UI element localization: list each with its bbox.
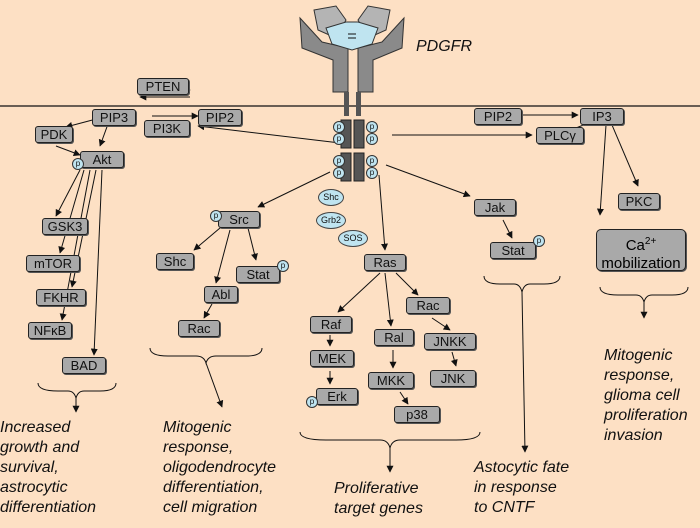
outcome-jak: Astocytic fate in response to CNTF bbox=[474, 458, 569, 518]
node-nfkb: NFκB bbox=[28, 322, 72, 339]
node-jnk: JNK bbox=[430, 370, 476, 387]
node-fkhr: FKHR bbox=[36, 289, 86, 306]
node-pdk: PDK bbox=[35, 126, 73, 143]
phospho-site: p bbox=[333, 155, 345, 167]
pdgfr-receptor-shape bbox=[300, 6, 404, 181]
outcome-line: Increased bbox=[0, 418, 96, 438]
node-src: Src bbox=[218, 211, 260, 228]
outcome-line: invasion bbox=[604, 426, 688, 446]
brace-ras bbox=[300, 432, 480, 448]
outcome-line: Astocytic fate bbox=[474, 458, 569, 478]
node-shc: Shc bbox=[156, 253, 194, 270]
node-rac-mid: Rac bbox=[406, 297, 450, 314]
outcome-line: response, bbox=[163, 438, 276, 458]
node-jak: Jak bbox=[474, 199, 516, 216]
node-pten: PTEN bbox=[137, 78, 189, 95]
node-jnkk: JNKK bbox=[424, 333, 476, 350]
outcome-line: differentiation, bbox=[163, 478, 276, 498]
outcome-line: glioma cell bbox=[604, 386, 688, 406]
node-gsk3: GSK3 bbox=[42, 218, 88, 235]
outcome-line: oligodendrocyte bbox=[163, 458, 276, 478]
outcome-line: proliferation bbox=[604, 406, 688, 426]
phospho-site: p bbox=[366, 167, 378, 179]
node-mkk: MKK bbox=[368, 372, 414, 389]
adaptor-grb2: Grb2 bbox=[316, 212, 346, 229]
node-pip2-left: PIP2 bbox=[198, 109, 242, 126]
node-mek: MEK bbox=[310, 350, 354, 367]
node-pkc: PKC bbox=[618, 193, 660, 210]
outcome-src: Mitogenic response, oligodendrocyte diff… bbox=[163, 418, 276, 518]
node-mtor: mTOR bbox=[26, 255, 80, 272]
node-akt: Akt bbox=[80, 151, 124, 168]
node-pi3k: PI3K bbox=[144, 120, 190, 137]
outcome-line: Proliferative bbox=[334, 479, 423, 499]
node-ral: Ral bbox=[374, 329, 414, 346]
phospho-site: p bbox=[277, 260, 289, 272]
phospho-site: p bbox=[366, 133, 378, 145]
ca-mobilization-label: mobilization bbox=[601, 255, 680, 272]
ca-superscript: 2+ bbox=[645, 236, 656, 247]
phospho-site: p bbox=[366, 155, 378, 167]
outcome-akt: Increased growth and survival, astrocyti… bbox=[0, 418, 96, 518]
adaptor-shc: Shc bbox=[318, 189, 344, 206]
outcome-line: Mitogenic bbox=[604, 346, 688, 366]
node-rac-left: Rac bbox=[178, 320, 220, 337]
brace-plc bbox=[600, 287, 688, 302]
pdgfr-label: PDGFR bbox=[416, 38, 472, 56]
node-plc-gamma: PLCγ bbox=[536, 127, 584, 144]
node-erk: Erk bbox=[316, 388, 358, 405]
node-ip3: IP3 bbox=[580, 108, 624, 125]
phospho-site: p bbox=[210, 210, 222, 222]
outcome-line: response, bbox=[604, 366, 688, 386]
node-p38: p38 bbox=[394, 406, 440, 423]
node-stat-right: Stat bbox=[490, 242, 536, 259]
phospho-site: p bbox=[366, 121, 378, 133]
outcome-line: in response bbox=[474, 478, 569, 498]
phospho-site: p bbox=[333, 167, 345, 179]
outcome-line: cell migration bbox=[163, 498, 276, 518]
brace-akt bbox=[38, 383, 116, 398]
ca-label: Ca bbox=[626, 237, 645, 254]
node-stat-left: Stat bbox=[236, 266, 280, 283]
adaptor-sos: SOS bbox=[338, 230, 368, 247]
node-ras: Ras bbox=[364, 254, 406, 271]
outcome-plc: Mitogenic response, glioma cell prolifer… bbox=[604, 346, 688, 446]
node-ca-mobilization: Ca2+ mobilization bbox=[596, 229, 686, 271]
phospho-site: p bbox=[306, 396, 318, 408]
node-pip3: PIP3 bbox=[92, 109, 136, 126]
phospho-site: p bbox=[533, 235, 545, 247]
outcome-line: target genes bbox=[334, 499, 423, 519]
node-pip2-right: PIP2 bbox=[474, 108, 522, 125]
outcome-ras: Proliferative target genes bbox=[334, 479, 423, 519]
brace-src bbox=[150, 348, 262, 363]
outcome-line: Mitogenic bbox=[163, 418, 276, 438]
outcome-line: astrocytic bbox=[0, 478, 96, 498]
node-raf: Raf bbox=[310, 316, 352, 333]
node-abl: Abl bbox=[204, 286, 238, 303]
outcome-line: differentiation bbox=[0, 498, 96, 518]
outcome-line: to CNTF bbox=[474, 498, 569, 518]
outcome-line: growth and bbox=[0, 438, 96, 458]
brace-jak bbox=[484, 276, 560, 292]
phospho-site: p bbox=[333, 121, 345, 133]
outcome-line: survival, bbox=[0, 458, 96, 478]
phospho-site: p bbox=[72, 158, 84, 170]
node-bad: BAD bbox=[62, 357, 106, 374]
phospho-site: p bbox=[333, 133, 345, 145]
